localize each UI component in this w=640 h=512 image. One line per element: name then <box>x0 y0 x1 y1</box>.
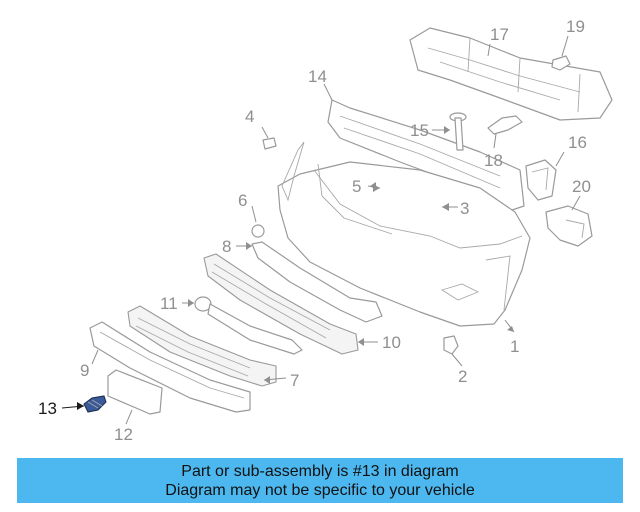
parts-diagram: 1 2 3 4 5 6 7 8 9 10 11 12 13 14 15 16 1… <box>38 17 613 444</box>
callout-18: 18 <box>484 151 503 170</box>
callout-1: 1 <box>510 337 519 356</box>
part-13-screw[interactable] <box>83 395 107 413</box>
callout-8: 8 <box>222 237 231 256</box>
info-banner: Part or sub-assembly is #13 in diagram D… <box>17 458 623 503</box>
part-11-trim[interactable] <box>194 296 303 355</box>
part-9-panel[interactable] <box>89 321 251 413</box>
part-16-bracket[interactable] <box>525 159 557 201</box>
callout-16: 16 <box>568 133 587 152</box>
part-17-reinforcement[interactable] <box>409 27 613 121</box>
callout-15: 15 <box>410 121 429 140</box>
callout-14: 14 <box>308 67 327 86</box>
callout-17: 17 <box>490 25 509 44</box>
part-10-grille[interactable] <box>203 253 359 355</box>
callout-labels: 1 2 3 4 5 6 7 8 9 10 11 12 13 14 15 16 1… <box>38 17 591 444</box>
arrow-heads <box>77 126 514 410</box>
callout-20: 20 <box>572 177 591 196</box>
callout-6: 6 <box>238 191 247 210</box>
part-20-sensor[interactable] <box>545 205 593 247</box>
callout-11: 11 <box>160 294 178 313</box>
part-14-absorber[interactable] <box>327 99 525 211</box>
callout-7: 7 <box>290 371 299 390</box>
callout-10: 10 <box>382 333 401 352</box>
callout-19: 19 <box>566 17 585 36</box>
callout-3: 3 <box>460 199 469 218</box>
part-8-trim[interactable] <box>251 241 383 323</box>
part-19-clip[interactable] <box>551 55 571 71</box>
part-15-bolt[interactable] <box>449 112 467 151</box>
callout-12: 12 <box>114 425 133 444</box>
callout-5: 5 <box>352 177 361 196</box>
callout-13: 13 <box>38 399 57 418</box>
part-4-clip[interactable] <box>262 137 277 150</box>
callout-9: 9 <box>80 361 89 380</box>
part-2-clip[interactable] <box>443 335 459 355</box>
banner-line-1: Part or sub-assembly is #13 in diagram <box>181 463 459 480</box>
part-7-lower-grille[interactable] <box>127 305 277 387</box>
banner-line-2: Diagram may not be specific to your vehi… <box>165 482 475 499</box>
part-18-pin[interactable] <box>487 115 523 135</box>
part-12-plate-bracket[interactable] <box>107 369 163 415</box>
callout-2: 2 <box>458 367 467 386</box>
part-1-bumper-cover[interactable] <box>277 141 531 327</box>
callout-4: 4 <box>245 107 254 126</box>
part-6-grommet[interactable] <box>251 224 265 238</box>
